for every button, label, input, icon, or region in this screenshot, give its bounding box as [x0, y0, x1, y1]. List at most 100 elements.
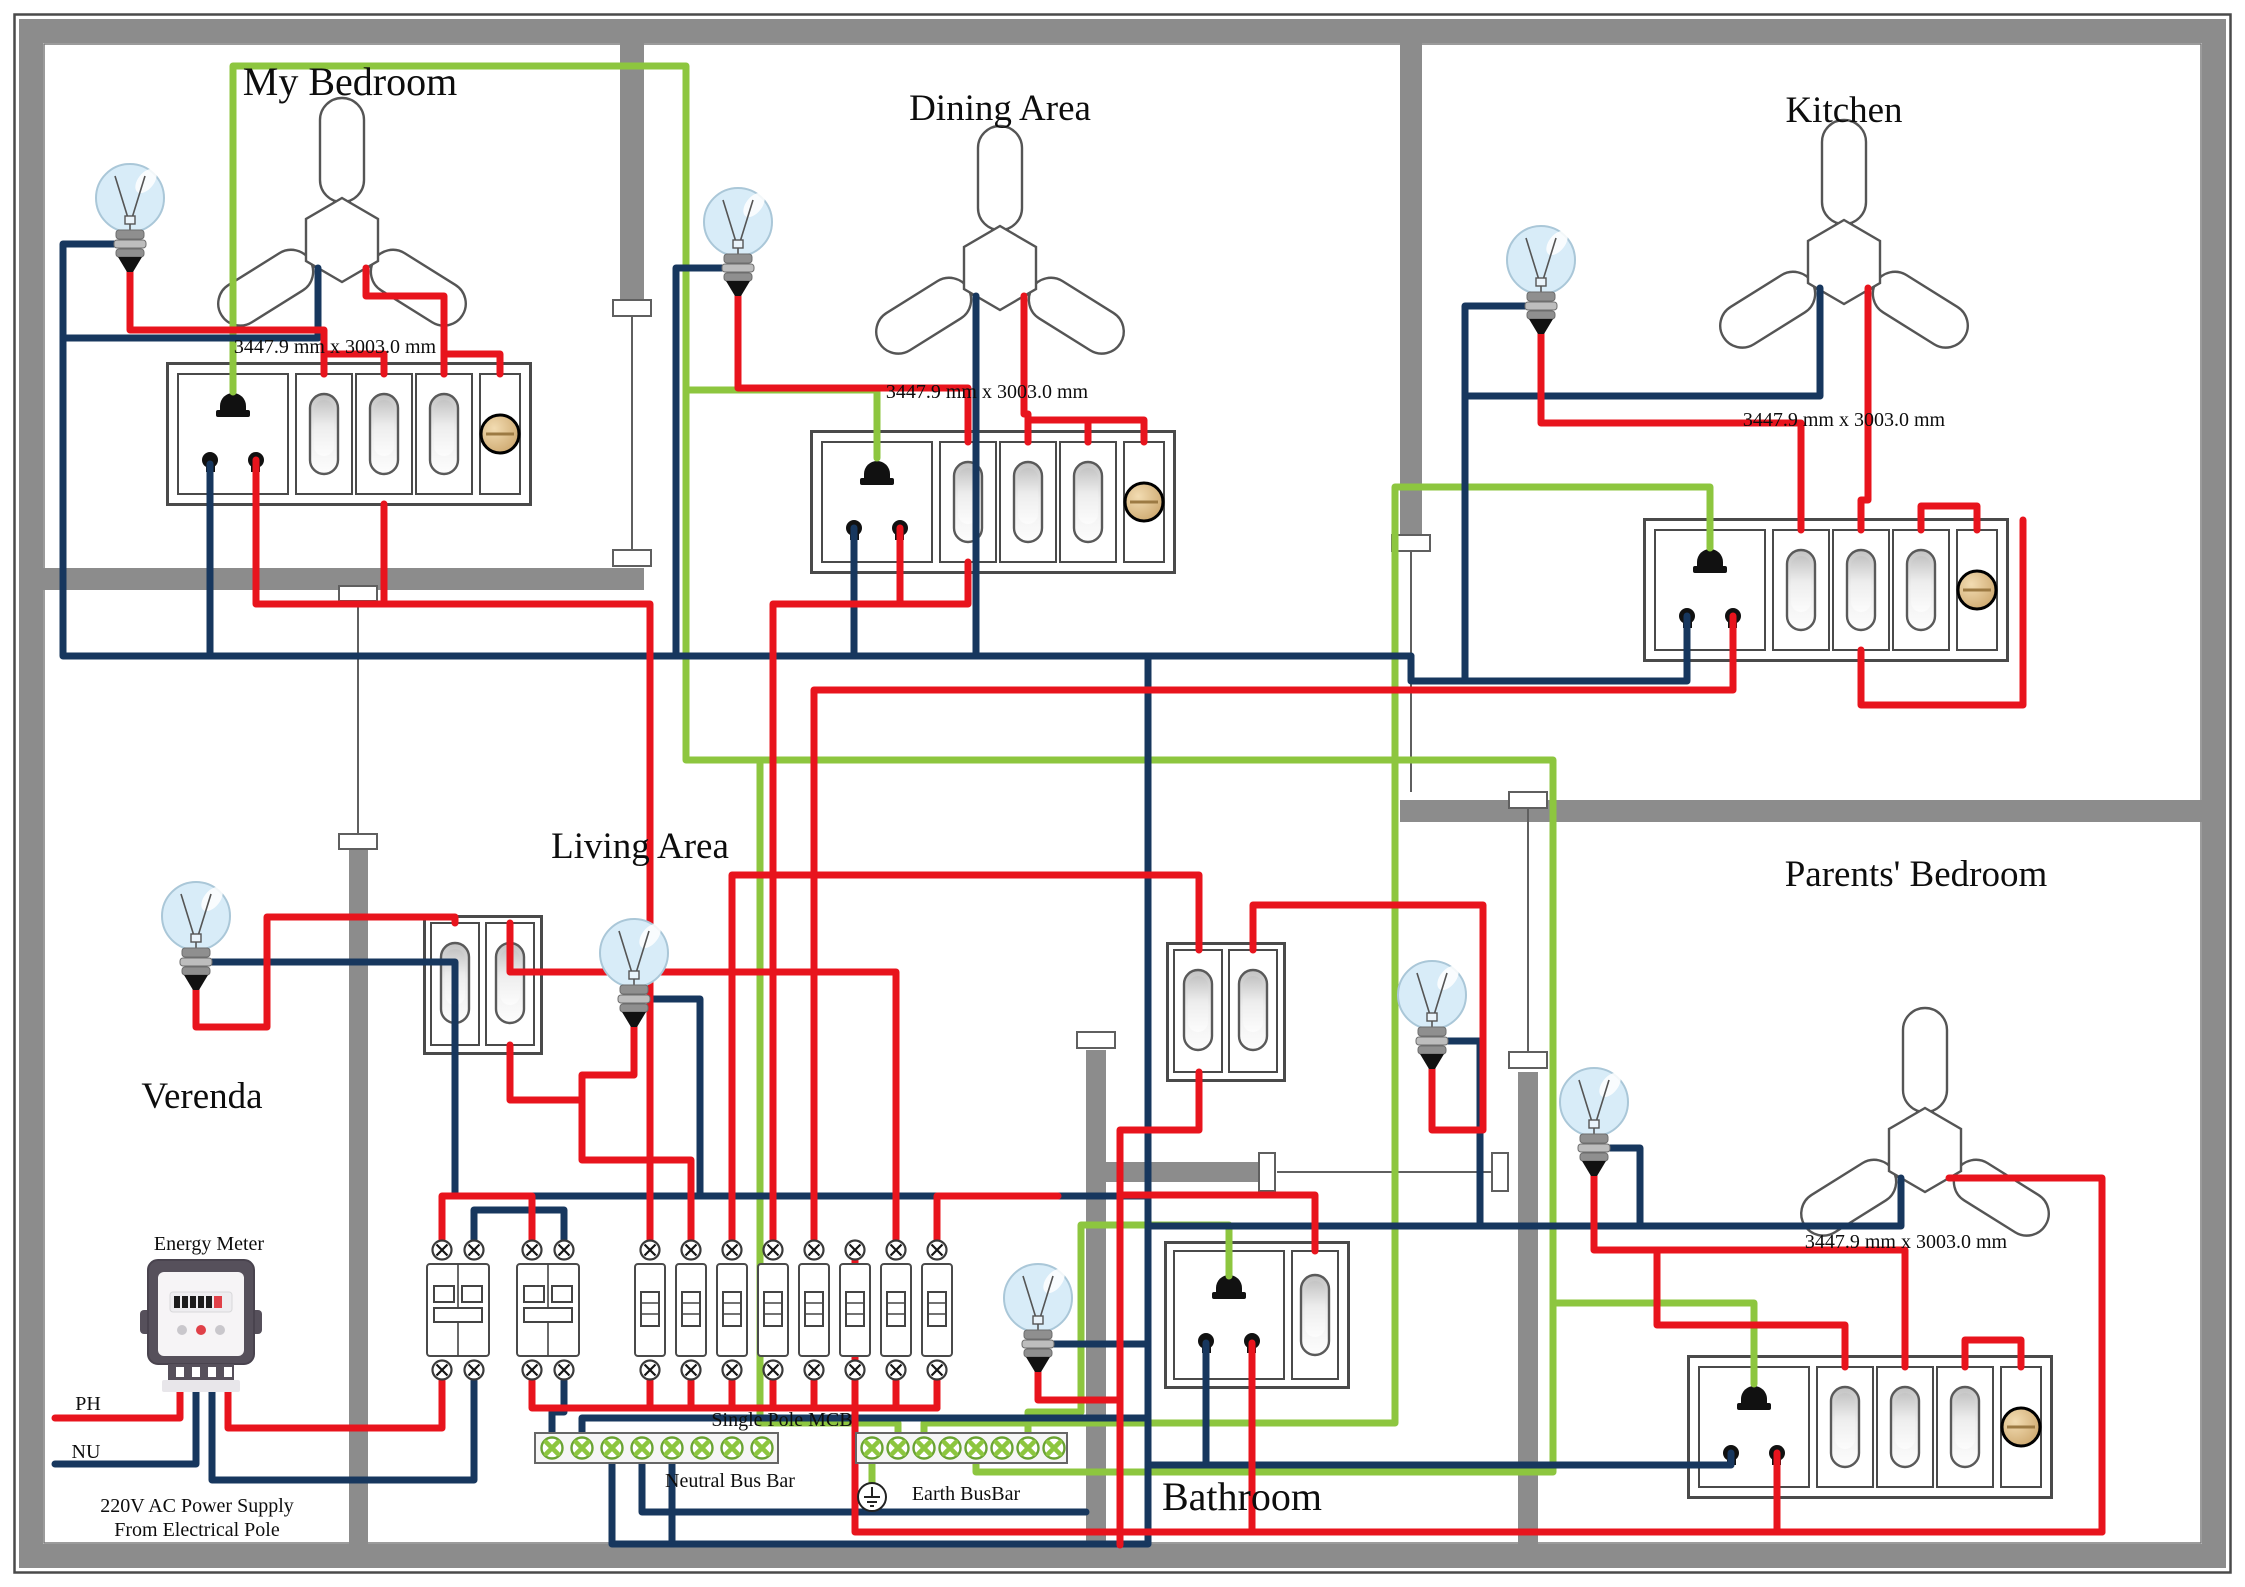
- neutral-wire: [470, 1206, 568, 1254]
- live-wire: [1084, 416, 1148, 446]
- light-bulb-hall: [1003, 1263, 1073, 1373]
- devices-over: [95, 163, 1629, 1512]
- live-wire: [438, 1192, 536, 1254]
- light-bulb-living: [599, 918, 669, 1028]
- live-wire: [506, 919, 900, 1254]
- earth-wire: [1549, 1299, 1758, 1388]
- room-label-dining: Dining Area: [909, 88, 1091, 129]
- neutral-wire: [672, 264, 726, 660]
- dimension-dining: 3447.9 mm x 3003.0 mm: [886, 381, 1089, 403]
- live-wire: [1945, 1174, 2106, 1536]
- sp-mcb: [717, 1241, 747, 1380]
- socket-board-bathroom: [1166, 1243, 1349, 1388]
- sp-mcb: [799, 1241, 829, 1380]
- wall-kitchen-south: [1400, 800, 2202, 822]
- room-label-verenda: Verenda: [141, 1076, 262, 1117]
- neutral-bus-bar: [535, 1433, 778, 1463]
- dimension-my-bedroom: 3447.9 mm x 3003.0 mm: [234, 336, 437, 358]
- ceiling-fan-parents-bedroom: [1791, 1006, 2059, 1246]
- outer-border: [13, 13, 2232, 1574]
- single-pole-mcb-label: Single Pole MCB: [711, 1409, 852, 1431]
- wall-bathroom-north: [1096, 1162, 1261, 1182]
- neutral-wire: [1461, 284, 1824, 400]
- live-wire: [1590, 1172, 1909, 1371]
- live-wire: [1249, 901, 1487, 1134]
- dp-mcb-2: [517, 1241, 579, 1380]
- live-wire: [1034, 1368, 1124, 1404]
- dimension-parents: 3447.9 mm x 3003.0 mm: [1805, 1231, 2008, 1253]
- wall-verenda-living: [349, 850, 368, 1556]
- room-label-kitchen: Kitchen: [1785, 90, 1902, 131]
- neutral-wire: [1461, 612, 1691, 685]
- wall-bedroom-south: [43, 568, 644, 590]
- neutral-wire: [646, 995, 704, 1200]
- live-wire: [1537, 330, 1805, 534]
- neutral-wire: [1144, 1449, 1735, 1469]
- earth-bus-bar: [856, 1433, 1067, 1463]
- energy-meter-label: Energy Meter: [154, 1233, 264, 1255]
- neutral-wire: [608, 652, 1152, 1548]
- neutral-wire: [1606, 1144, 1644, 1230]
- earth-ground-symbol: [857, 1482, 887, 1512]
- room-label-parents: Parents' Bedroom: [1785, 854, 2048, 895]
- light-bulb-dining: [703, 187, 773, 297]
- walls: [43, 43, 2202, 1556]
- live-wire: [1653, 1246, 1849, 1371]
- wall-bedroom-dining: [620, 43, 644, 301]
- light-bulb-verenda: [161, 881, 231, 991]
- energy-meter: [139, 1259, 263, 1393]
- live-wire: [320, 350, 388, 378]
- neutral-wire: [59, 240, 1415, 660]
- live-wire: [51, 1370, 184, 1422]
- live-wire: [896, 558, 972, 608]
- switchboard-kitchen: [1645, 520, 2008, 661]
- live-wire: [1857, 516, 2027, 709]
- neutral-wire: [208, 958, 1152, 1200]
- switchboard-my-bedroom: [168, 364, 531, 505]
- sp-mcb: [881, 1241, 911, 1380]
- live-wire: [810, 612, 1737, 1254]
- live-wire: [192, 913, 459, 1031]
- live-wire: [506, 1023, 638, 1104]
- live-wire: [734, 292, 972, 446]
- sp-mcb: [922, 1241, 952, 1380]
- live-wire: [578, 1096, 695, 1254]
- sp-mcb: [676, 1241, 706, 1380]
- light-bulb-my-bedroom: [95, 163, 165, 273]
- neutral-wire: [51, 1370, 200, 1468]
- earth-wire: [920, 483, 1714, 1437]
- live-wire: [1961, 1336, 2025, 1371]
- earth-wire: [229, 62, 902, 1438]
- live-wire: [362, 264, 448, 378]
- neutral-bus-label: Neutral Bus Bar: [665, 1470, 795, 1492]
- live-wire: [528, 1366, 941, 1412]
- labels: My Bedroom Dining Area Kitchen Living Ar…: [72, 59, 2048, 1541]
- light-bulb-bathroom: [1397, 960, 1467, 1070]
- supply-label-line2: From Electrical Pole: [114, 1519, 280, 1541]
- ceiling-fan-kitchen: [1710, 118, 1978, 358]
- live-wire: [440, 350, 504, 378]
- neutral-wire: [548, 1366, 568, 1440]
- room-label-living: Living Area: [551, 826, 729, 867]
- switchboard-dining: [812, 432, 1175, 573]
- live-wire: [1917, 502, 1981, 534]
- door-lines: [338, 299, 1548, 1192]
- sp-mcb: [635, 1241, 665, 1380]
- neutral-wire: [59, 264, 322, 342]
- neutral-label: NU: [72, 1441, 101, 1463]
- switch-2gang-bathroom: [1168, 944, 1285, 1081]
- live-wire: [1857, 284, 1872, 534]
- switchboard-parents-bedroom: [1689, 1357, 2052, 1498]
- neutral-wire: [578, 1414, 1152, 1440]
- live-wire: [933, 1192, 1062, 1254]
- live-wire: [224, 1366, 446, 1432]
- wiring-neutral: [51, 240, 1905, 1548]
- dimension-kitchen: 3447.9 mm x 3003.0 mm: [1743, 409, 1946, 431]
- wall-dining-kitchen: [1400, 43, 1422, 537]
- neutral-wire: [1407, 302, 1529, 685]
- live-wire: [1116, 1068, 1203, 1549]
- live-wire: [728, 871, 1203, 1254]
- room-label-my-bedroom: My Bedroom: [243, 59, 457, 104]
- room-label-bathroom: Bathroom: [1162, 1474, 1322, 1519]
